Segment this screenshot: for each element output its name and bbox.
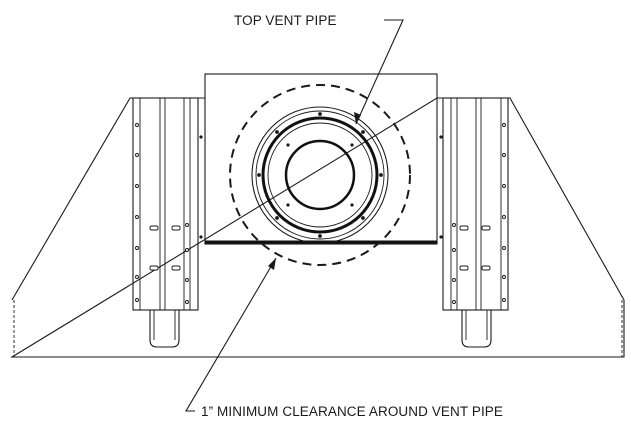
screw-hole (135, 153, 139, 157)
screw-hole (135, 298, 139, 302)
collar-bolt (286, 143, 290, 147)
screw-hole (452, 248, 456, 252)
vent-box-outline (204, 73, 438, 245)
screw-hole (185, 223, 189, 227)
screw-hole (502, 298, 506, 302)
top-vent-pipe-arrowhead (354, 112, 361, 124)
slot (149, 265, 159, 271)
vent-pipe (251, 106, 389, 244)
screw-hole (135, 184, 139, 188)
collar-bolt (286, 203, 290, 207)
right-bracket-tab (461, 310, 492, 348)
slot (481, 265, 491, 271)
pipe-opening (284, 139, 356, 211)
screw-hole (502, 215, 506, 219)
screw-hole (185, 248, 189, 252)
top-vent-pipe-label: TOP VENT PIPE (234, 13, 337, 28)
screw-hole (185, 300, 189, 304)
clearance-circle (229, 84, 411, 266)
flange-bolt (318, 112, 322, 116)
clearance-leader (185, 257, 277, 412)
screw-hole (185, 278, 189, 282)
screw-hole (502, 123, 506, 127)
collar-inner-ring (267, 122, 373, 228)
flange-bolt (379, 173, 383, 177)
collar-bolt (350, 143, 354, 147)
slot (171, 225, 181, 231)
screw-hole (502, 184, 506, 188)
vent-box (199, 73, 443, 245)
flange-bolt (361, 216, 365, 220)
clearance-label: 1” MINIMUM CLEARANCE AROUND VENT PIPE (201, 404, 503, 419)
slot (481, 225, 491, 231)
screw-hole (135, 215, 139, 219)
flange-bolt (318, 234, 322, 238)
screw-hole (452, 300, 456, 304)
screw-hole (502, 246, 506, 250)
screw-hole (135, 275, 139, 279)
outer-housing-outline (10, 97, 625, 358)
right-bracket-outer (442, 97, 509, 311)
left-bracket-assembly (132, 97, 199, 348)
screw-hole (502, 275, 506, 279)
right-bracket-assembly (442, 97, 509, 348)
slot (459, 225, 469, 231)
flange-outer-ring (251, 106, 389, 244)
screw-hole (135, 246, 139, 250)
screw-hole (502, 153, 506, 157)
clearance-arrowhead (268, 258, 276, 270)
slot (459, 265, 469, 271)
flange-bolt (275, 216, 279, 220)
collar-ring (261, 116, 379, 234)
flange-bolt (257, 173, 261, 177)
left-bracket-outer (132, 97, 199, 311)
slot (149, 225, 159, 231)
slot (171, 265, 181, 271)
collar-bolt (350, 203, 354, 207)
flange-bolt (361, 130, 365, 134)
screw-hole (135, 123, 139, 127)
left-bracket-tab (149, 310, 180, 348)
screw-hole (452, 223, 456, 227)
top-vent-pipe-leader (355, 19, 404, 125)
flange-bolt (275, 130, 279, 134)
flange-inner-ring (255, 110, 385, 240)
screw-hole (452, 278, 456, 282)
